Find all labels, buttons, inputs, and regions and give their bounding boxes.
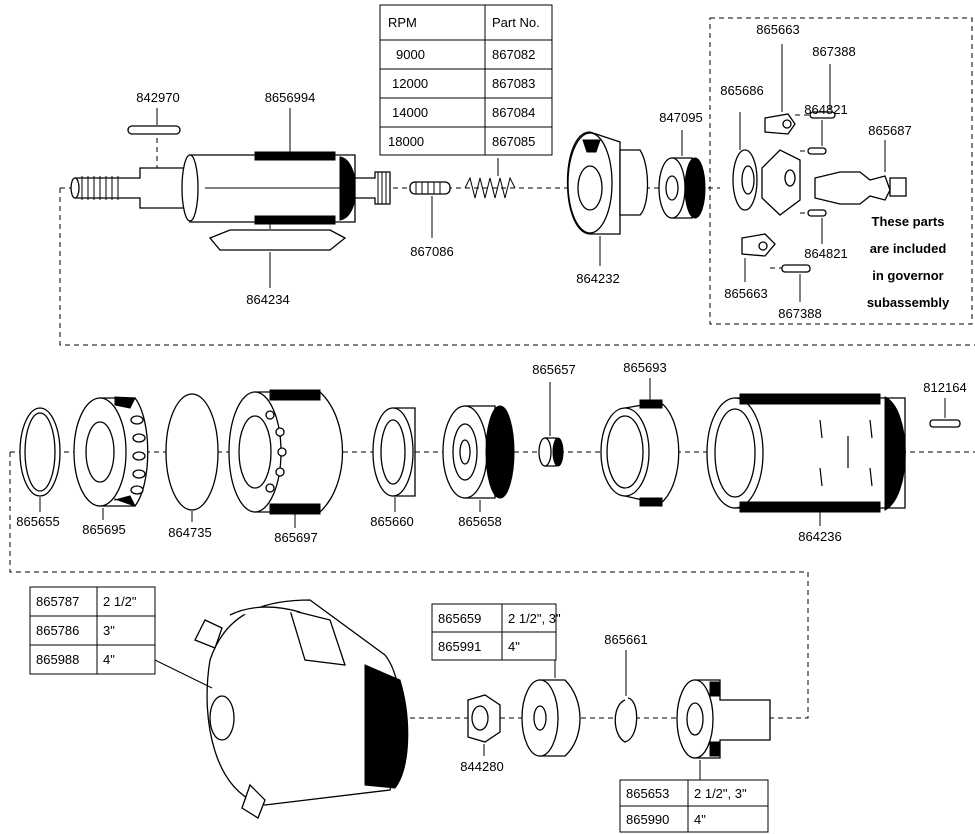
label-844280: 844280 [460,759,503,774]
housing-size-cell: 3" [103,623,115,638]
label-867388-lower: 867388 [778,306,821,321]
housing-part-cell: 865786 [36,623,79,638]
label-842970: 842970 [136,90,179,105]
spacer-size-cell: 4" [508,639,520,654]
label-812164: 812164 [923,380,966,395]
spacer-table: 865659 2 1/2", 3" 865991 4" [431,603,561,661]
note-line: subassembly [867,295,950,310]
partno-cell: 867082 [492,47,535,62]
housing-size-cell: 4" [103,652,115,667]
partno-header: Part No. [492,15,540,30]
part-867388-pin-lower [770,264,811,302]
label-865693: 865693 [623,360,666,375]
part-865663-weight-lower [741,233,776,282]
partno-cell: 867085 [492,134,535,149]
label-864821-lower: 864821 [804,246,847,261]
part-865693-sleeve [600,378,680,507]
rpm-cell: 12000 [392,76,428,91]
part-864821-pin-lower [800,209,827,244]
label-864735: 864735 [168,525,211,540]
label-865657: 865657 [532,362,575,377]
label-864821-upper: 864821 [804,102,847,117]
part-governor-spring [464,158,516,199]
part-842970-pin [127,108,181,170]
part-8656994-rotor [70,108,391,236]
part-spacer-865659 [521,660,581,757]
part-865658-bearing [442,405,515,512]
label-865697: 865697 [274,530,317,545]
rpm-header: RPM [388,15,417,30]
label-864234: 864234 [246,292,289,307]
note-line: in governor [872,268,944,283]
note-line: are included [870,241,947,256]
hub-size-cell: 2 1/2", 3" [694,786,747,801]
hub-part-cell: 865653 [626,786,669,801]
part-812164-pin [929,398,961,428]
spacer-size-cell: 2 1/2", 3" [508,611,561,626]
label-865658: 865658 [458,514,501,529]
part-865687-spindle [814,140,907,205]
part-housing-assembly [154,599,409,819]
part-865661-retaining-ring [614,650,638,743]
hub-size-cell: 4" [694,812,706,827]
note-line: These parts [872,214,945,229]
label-847095: 847095 [659,110,702,125]
part-labels: 842970 8656994 864234 867086 864232 8470… [16,22,966,774]
housing-part-cell: 865787 [36,594,79,609]
hub-part-cell: 865990 [626,812,669,827]
part-865695-end-plate [73,396,149,520]
part-864236-cylinder [706,393,906,526]
rpm-cell: 9000 [396,47,425,62]
rpm-cell: 14000 [392,105,428,120]
part-865697-end-housing [228,389,344,528]
label-865663-upper: 865663 [756,22,799,37]
part-844280-nut [467,694,501,756]
rpm-cell: 18000 [388,134,424,149]
partno-cell: 867083 [492,76,535,91]
part-847095-bearing [658,130,706,219]
housing-size-cell: 2 1/2" [103,594,137,609]
label-865660: 865660 [370,514,413,529]
governor-note: These parts are included in governor sub… [867,214,950,310]
hub-table: 865653 2 1/2", 3" 865990 4" [619,779,769,833]
part-865686-governor-flange [732,112,758,211]
part-865663-weight-upper [764,44,796,135]
part-864735-o-ring [165,393,219,522]
label-867388-upper: 867388 [812,44,855,59]
part-governor-body [761,149,801,216]
part-867388-pin-upper [795,64,836,119]
label-865686: 865686 [720,83,763,98]
label-865661: 865661 [604,632,647,647]
part-864234-vane [208,229,347,288]
part-864821-pin-upper [800,120,827,155]
part-865660-ring [372,407,416,512]
spacer-part-cell: 865991 [438,639,481,654]
label-865663-lower: 865663 [724,286,767,301]
label-864236: 864236 [798,529,841,544]
label-865687: 865687 [868,123,911,138]
spacer-part-cell: 865659 [438,611,481,626]
housing-table: 865787 2 1/2" 865786 3" 865988 4" [29,586,156,675]
part-865655-snap-ring [19,407,61,512]
housing-part-cell: 865988 [36,652,79,667]
part-865657-bushing [538,382,564,467]
label-864232: 864232 [576,271,619,286]
part-864232-plate [566,131,649,266]
part-hub-865653 [676,679,771,780]
label-865695: 865695 [82,522,125,537]
part-867086-pin [409,181,451,238]
label-867086: 867086 [410,244,453,259]
rpm-table: RPM Part No. 9000 867082 12000 867083 14… [379,4,553,156]
partno-cell: 867084 [492,105,535,120]
label-8656994: 8656994 [265,90,316,105]
label-865655: 865655 [16,514,59,529]
